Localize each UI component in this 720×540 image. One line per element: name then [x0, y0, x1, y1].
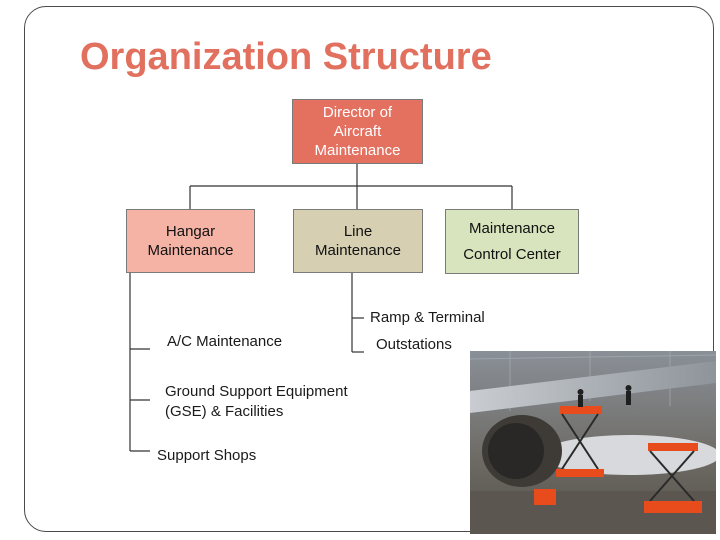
line-label-line1: Line: [343, 223, 373, 240]
outstations-label: Outstations: [376, 336, 452, 353]
director-label-line3: Maintenance: [314, 142, 401, 159]
line-maintenance-box: Line Maintenance: [293, 209, 423, 273]
mcc-label-line2: Control Center: [463, 245, 561, 263]
gse-label-line1: Ground Support Equipment: [165, 383, 348, 400]
ramp-terminal-label: Ramp & Terminal: [370, 309, 485, 326]
director-label-line1: Director of: [322, 104, 393, 121]
support-shops-label: Support Shops: [157, 447, 257, 464]
slide-frame: [24, 6, 714, 532]
aircraft-hangar-photo: [470, 351, 716, 534]
hangar-label-line2: Maintenance: [147, 242, 234, 259]
line-label-line2: Maintenance: [315, 242, 401, 259]
director-box: Director of Aircraft Maintenance: [292, 99, 423, 164]
director-label-line2: Aircraft: [333, 123, 382, 140]
slide-title: Organization Structure: [80, 36, 492, 78]
hangar-maintenance-box: Hangar Maintenance: [126, 209, 255, 273]
hangar-label-line1: Hangar: [165, 223, 216, 240]
ac-maintenance-label: A/C Maintenance: [167, 333, 283, 350]
maintenance-control-center-box: Maintenance Control Center: [445, 209, 579, 274]
gse-label-line2: (GSE) & Facilities: [165, 403, 284, 420]
mcc-label-line1: Maintenance: [469, 220, 555, 238]
